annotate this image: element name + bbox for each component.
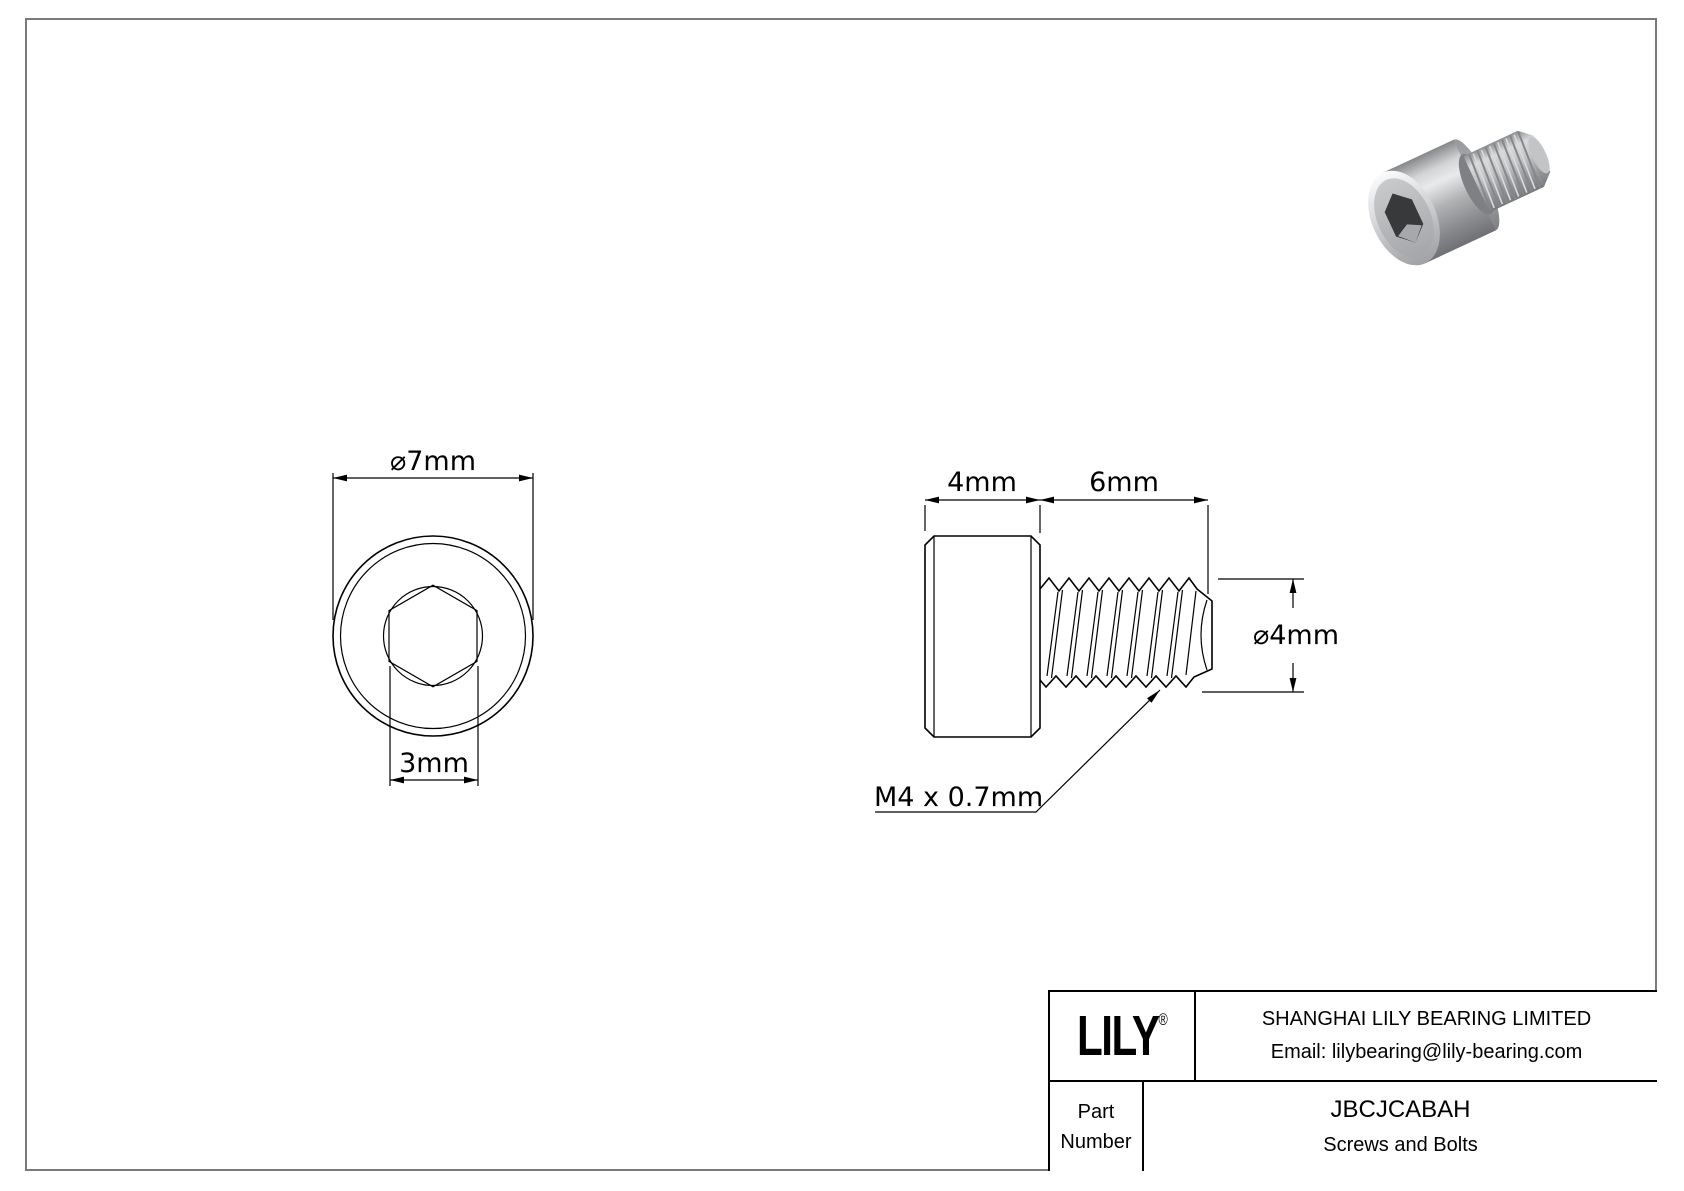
- company-cell: SHANGHAI LILY BEARING LIMITED Email: lil…: [1196, 992, 1657, 1080]
- part-number-label-line1: Part: [1077, 1100, 1115, 1123]
- part-number-label: Part Number: [1050, 1082, 1144, 1171]
- title-block-top-row: LILY® SHANGHAI LILY BEARING LIMITED Emai…: [1050, 992, 1657, 1082]
- thread-outline: [1039, 576, 1213, 689]
- thread-spec-label: M4 x 0.7mm: [874, 782, 1043, 813]
- length-extension-lines: [924, 505, 1209, 594]
- thread-ridges-light: [1472, 134, 1536, 209]
- len6-arrow-right: [1194, 496, 1208, 504]
- hex-socket-outline: [388, 584, 478, 688]
- company-name: SHANGHAI LILY BEARING LIMITED: [1261, 1008, 1592, 1030]
- title-block: LILY® SHANGHAI LILY BEARING LIMITED Emai…: [1048, 990, 1657, 1171]
- socket-extension-lines: [389, 666, 479, 786]
- thread-spec-leader: [875, 689, 1161, 813]
- socket-arrow-right: [464, 776, 478, 784]
- dia7-arrow-right: [519, 474, 533, 482]
- front-view: ⌀7mm 3mm: [332, 446, 534, 786]
- part-info-cell: JBCJCABAH Screws and Bolts: [1144, 1082, 1657, 1171]
- lily-logo-text: LILY: [1076, 1004, 1160, 1068]
- len6-arrow-left: [1040, 496, 1054, 504]
- thread-tip-arc: [1200, 599, 1208, 671]
- hex-socket-wall-highlight: [1398, 224, 1422, 243]
- part-number-value: JBCJCABAH: [1330, 1096, 1471, 1123]
- thread-spec-arrowhead: [1147, 690, 1160, 703]
- side-view: 4mm 6mm ⌀4mm M4 x 0.7mm: [874, 467, 1339, 813]
- socket-circle: [382, 585, 484, 687]
- dia7-extension-lines: [332, 473, 534, 620]
- thread-tip-face: [1528, 136, 1550, 174]
- thread-ridges-dark: [1468, 131, 1541, 211]
- head-outer-circle: [332, 535, 534, 737]
- dia4-extension-lines: [1202, 578, 1304, 693]
- lily-logo: LILY®: [1077, 1003, 1168, 1069]
- thread-flank-lines: [1046, 589, 1197, 679]
- part-category: Screws and Bolts: [1323, 1134, 1478, 1156]
- dia4-arrow-top: [1289, 579, 1297, 593]
- dia7-label: ⌀7mm: [390, 446, 476, 477]
- thread-length-label: 6mm: [1089, 467, 1159, 498]
- registered-mark: ®: [1158, 1010, 1168, 1029]
- len4-arrow-right: [1026, 496, 1040, 504]
- page-border: [25, 18, 1657, 1171]
- head-chamfer-circle: [339, 542, 527, 730]
- head-length-label: 4mm: [947, 467, 1017, 498]
- part-number-label-line2: Number: [1060, 1130, 1132, 1153]
- head-chamfer-lines: [933, 536, 1032, 737]
- len4-arrow-left: [925, 496, 939, 504]
- dia7-arrow-left: [333, 474, 347, 482]
- thread-diameter-label: ⌀4mm: [1253, 620, 1339, 651]
- logo-cell: LILY®: [1050, 992, 1196, 1080]
- title-block-bottom-row: Part Number JBCJCABAH Screws and Bolts: [1050, 1082, 1657, 1171]
- head-outline: [924, 535, 1041, 738]
- socket-width-label: 3mm: [399, 748, 469, 779]
- company-email: Email: lilybearing@lily-bearing.com: [1270, 1041, 1583, 1063]
- socket-arrow-left: [390, 776, 404, 784]
- screw-3d-render: [1368, 130, 1551, 266]
- dia4-arrow-bottom: [1289, 678, 1297, 692]
